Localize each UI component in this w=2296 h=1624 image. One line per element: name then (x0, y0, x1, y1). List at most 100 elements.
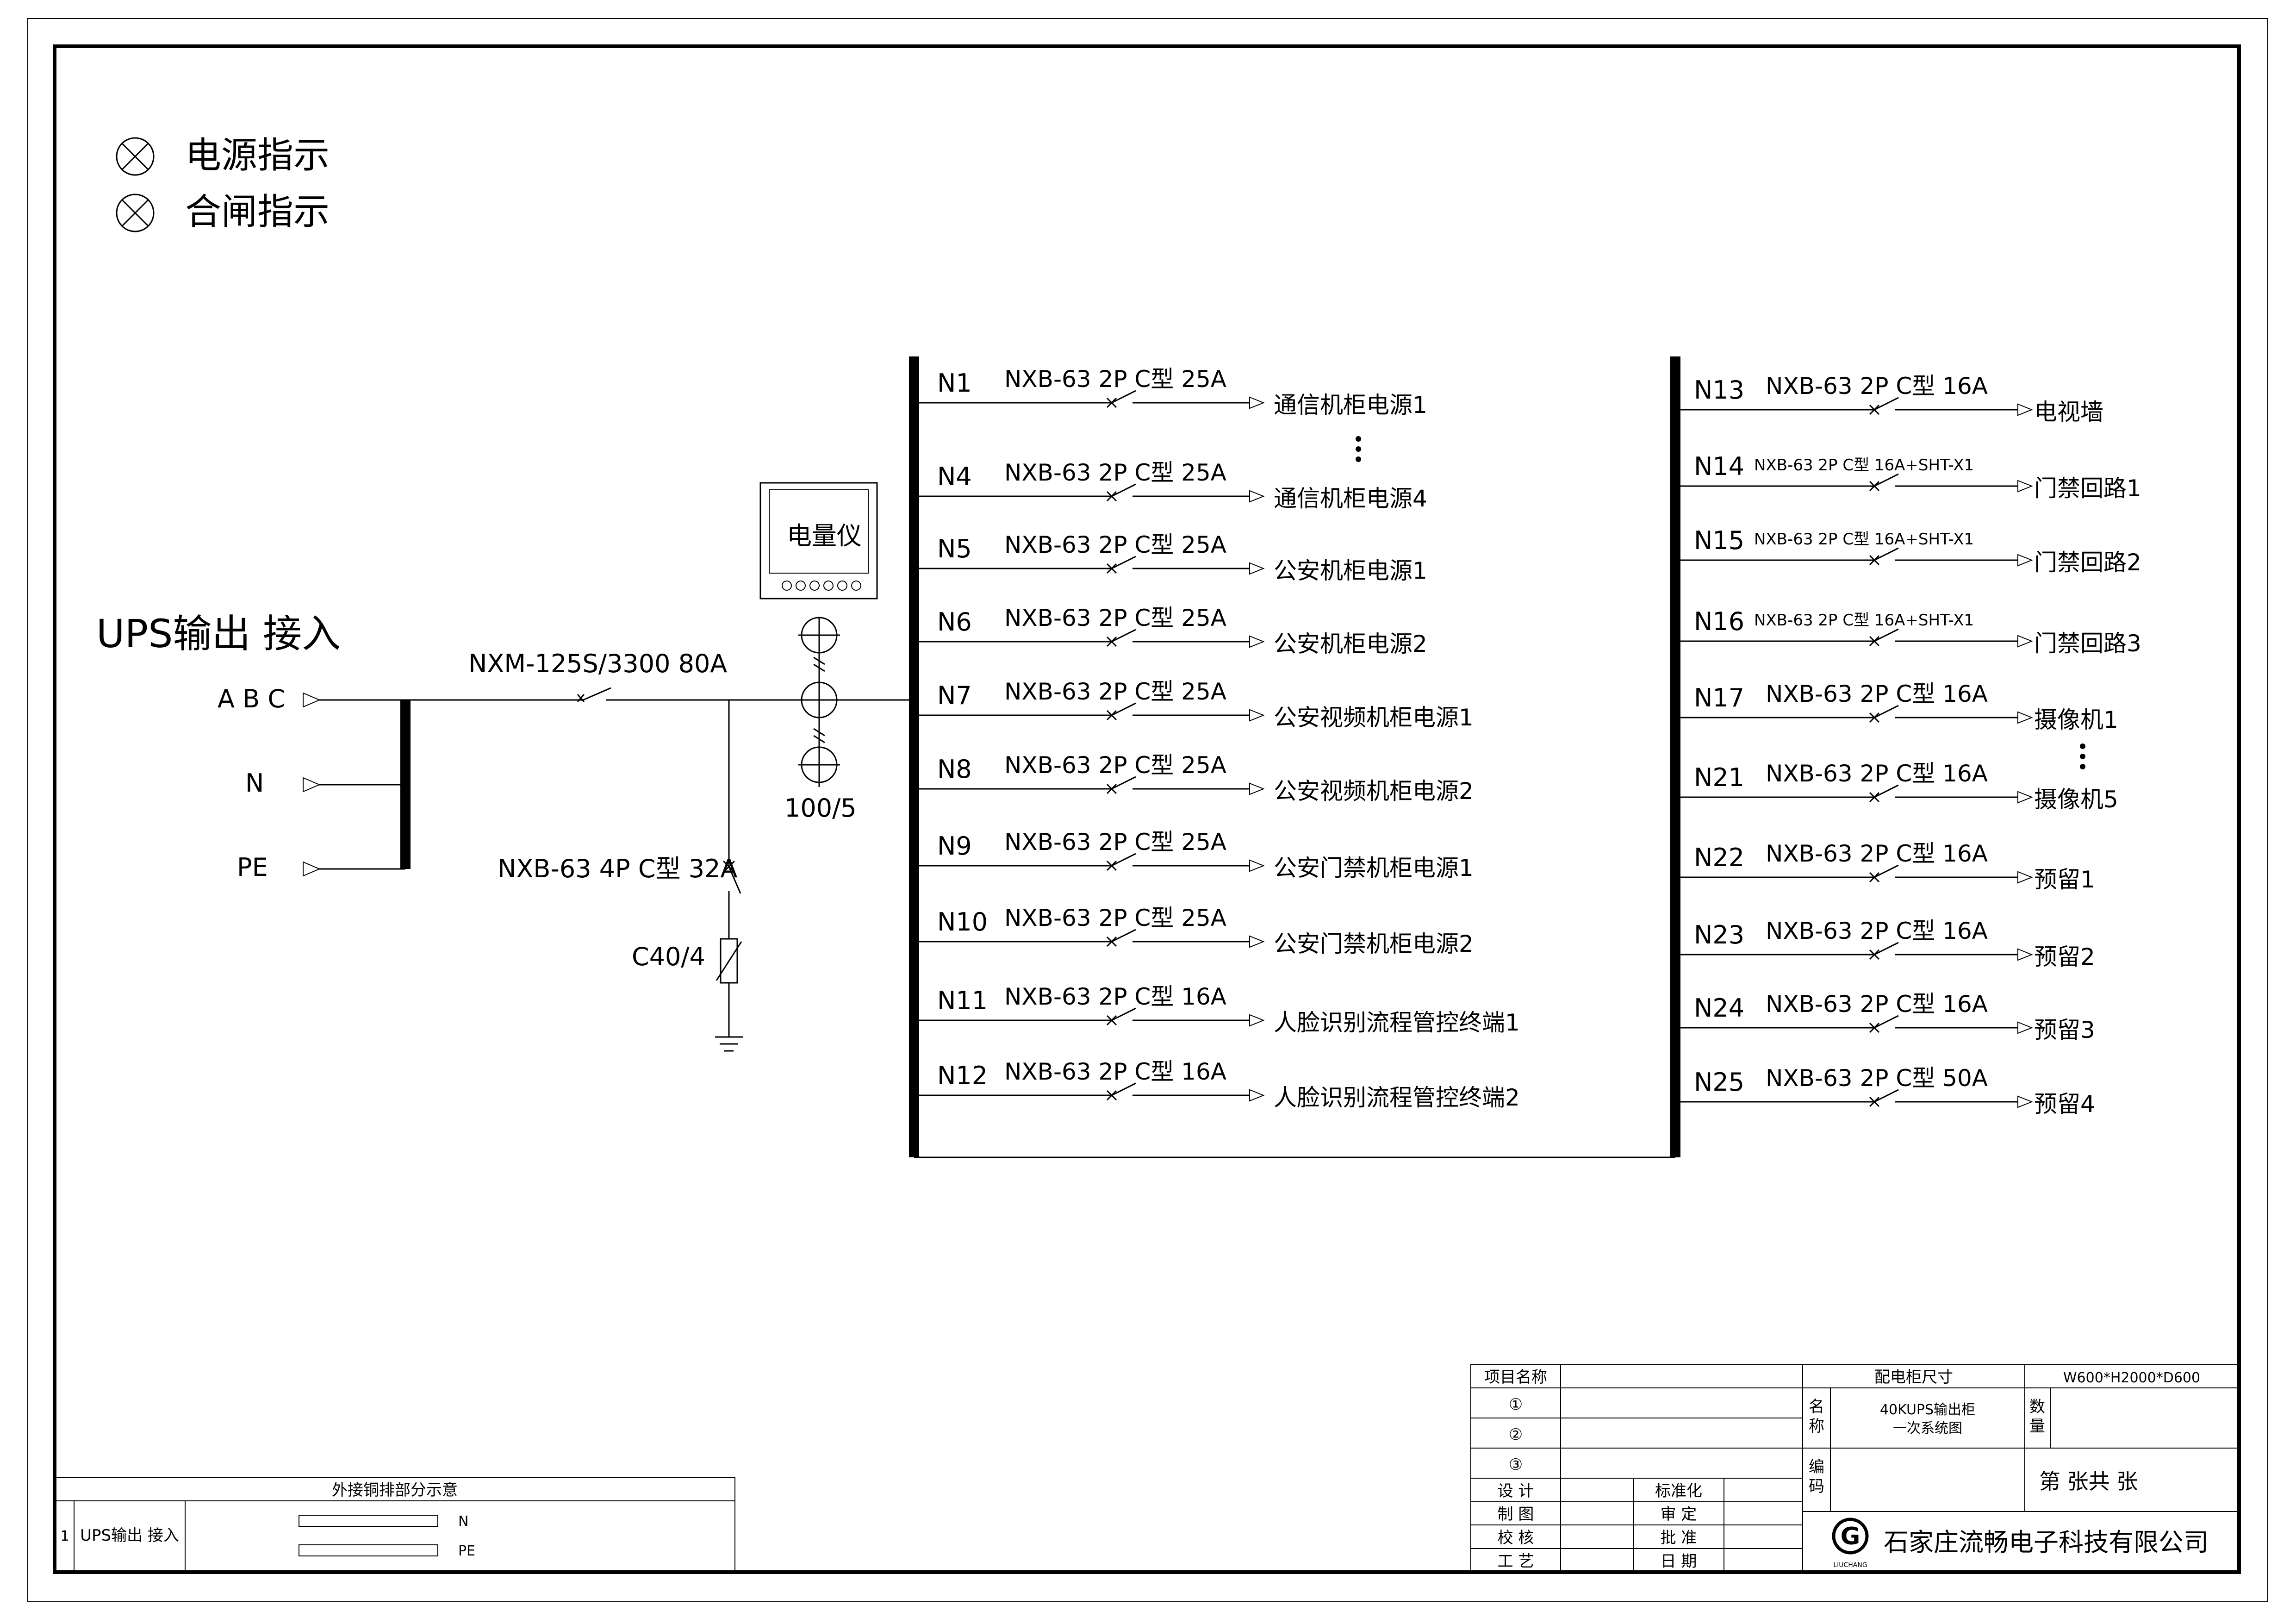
breaker-icon (1106, 556, 1136, 574)
feeder-arrow-icon (2017, 871, 2033, 884)
external-busbar-table: 外接铜排部分示意 1 UPS输出 接入 N PE (54, 1477, 735, 1573)
load-label: 门禁回路1 (2034, 475, 2141, 502)
circuit-id: N16 (1694, 607, 1744, 636)
breaker-icon (1869, 1089, 1899, 1107)
load-label: 预留3 (2034, 1017, 2095, 1043)
tb-cabinet-size: W600*H2000*D600 (2063, 1370, 2200, 1386)
breaker-label: NXB-63 2P C型 16A (1004, 1058, 1226, 1085)
circuit-id: N9 (937, 831, 972, 861)
breaker-label: NXB-63 2P C型 25A (1004, 678, 1226, 705)
feeder-arrow-icon (1249, 396, 1265, 409)
spd-breaker-icon (722, 860, 741, 894)
tb-cabinet-size-label: 配电柜尺寸 (1874, 1368, 1953, 1387)
tb-role-check: 校 核 (1498, 1529, 1534, 1547)
tb-role-date: 日 期 (1661, 1552, 1697, 1571)
legend-label-power: 电源指示 (185, 135, 330, 176)
ext-table-bar-n: N (458, 1513, 468, 1530)
load-label: 预留2 (2034, 943, 2095, 970)
ct-ratio-label: 100/5 (784, 793, 857, 823)
circuit-id: N22 (1694, 843, 1744, 872)
breaker-icon (1106, 483, 1136, 502)
current-transformer-icon (798, 617, 840, 783)
main-breaker-icon (577, 687, 611, 702)
circuit-id: N17 (1694, 683, 1744, 712)
circuit-id: N1 (937, 369, 972, 398)
input-section: UPS输出 接入 A B C N PE NXM-125S/3300 80A N (96, 482, 914, 1052)
breaker-label: NXB-63 2P C型 16A (1766, 918, 1988, 944)
surge-protector-icon (716, 938, 742, 984)
feeder-arrow-icon (1249, 859, 1265, 872)
circuit-id: N21 (1694, 763, 1744, 792)
load-label: 公安门禁机柜电源1 (1274, 855, 1474, 881)
breaker-label: NXB-63 2P C型 16A (1004, 983, 1226, 1010)
breaker-icon (1869, 864, 1899, 883)
tb-role-review: 审 定 (1661, 1505, 1697, 1524)
tb-qty-label-1: 数 (2029, 1398, 2045, 1416)
feeder-arrow-icon (1249, 562, 1265, 575)
feeder-arrow-icon (2017, 635, 2033, 648)
breaker-label: NXB-63 2P C型 50A (1766, 1065, 1988, 1092)
breaker-icon (1869, 473, 1899, 492)
breaker-icon (1106, 702, 1136, 721)
circuit-id: N12 (937, 1061, 988, 1090)
load-label: 公安视频机柜电源2 (1274, 778, 1474, 805)
input-title: UPS输出 接入 (96, 611, 341, 656)
circuit-id: N24 (1694, 993, 1744, 1023)
svg-text:G: G (1841, 1523, 1860, 1550)
tb-role-design: 设 计 (1498, 1482, 1534, 1500)
tb-company: 石家庄流畅电子科技有限公司 (1884, 1528, 2209, 1557)
load-label: 预留1 (2034, 866, 2095, 893)
title-block: 项目名称 ① ② ③ 设 计 制 图 校 核 工 艺 标准化 审 定 批 准 日… (1470, 1364, 2240, 1573)
feeder-arrow-icon (2017, 948, 2033, 961)
feeder-circuit-n12: N12 NXB-63 2P C型 16A 人脸识别流程管控终端2 (919, 1058, 1520, 1111)
pe-bar-icon (299, 1544, 438, 1556)
load-label: 电视墙 (2034, 399, 2103, 425)
load-label: 人脸识别流程管控终端1 (1274, 1009, 1520, 1036)
tb-name-label-1: 名 (1809, 1398, 1824, 1416)
tb-sheet: 第 张共 张 (2039, 1469, 2138, 1494)
breaker-label: NXB-63 2P C型 16A (1766, 991, 1988, 1018)
feeder-arrow-icon (1249, 1089, 1265, 1102)
tb-rev-1: ① (1509, 1395, 1523, 1414)
breaker-icon (1106, 390, 1136, 408)
tb-role-approve: 批 准 (1661, 1529, 1697, 1547)
breaker-icon (1106, 1007, 1136, 1026)
breaker-label: NXB-63 2P C型 16A+SHT-X1 (1754, 456, 1974, 475)
load-label: 摄像机5 (2034, 786, 2118, 813)
feeder-arrow-icon (2017, 791, 2033, 804)
phase-label-n: N (245, 768, 264, 798)
feeder-arrow-icon (1249, 782, 1265, 795)
tb-rev-2: ② (1509, 1425, 1523, 1444)
tb-code-label-2: 码 (1809, 1477, 1824, 1496)
load-label: 通信机柜电源1 (1274, 392, 1427, 418)
feeder-arrow-icon (2017, 1021, 2033, 1034)
feeder-circuit-n23: N23 NXB-63 2P C型 16A 预留2 (1680, 918, 2095, 970)
energy-meter-icon (759, 482, 878, 600)
breaker-label: NXB-63 2P C型 25A (1004, 752, 1226, 779)
close-indicator-lamp-icon (116, 194, 155, 232)
load-label: 摄像机1 (2034, 706, 2118, 733)
ground-icon (715, 1036, 743, 1052)
load-label: 人脸识别流程管控终端2 (1274, 1084, 1520, 1111)
load-label: 公安机柜电源1 (1274, 557, 1427, 584)
circuit-id: N23 (1694, 920, 1744, 949)
legend-label-close: 合闸指示 (185, 191, 330, 233)
feeder-arrow-icon (1249, 490, 1265, 503)
logo-text: LIUCHANG (1833, 1562, 1867, 1569)
spd-breaker-label: NXB-63 4P C型 32A (498, 854, 737, 883)
breaker-label: NXB-63 2P C型 25A (1004, 605, 1226, 631)
tb-role-std: 标准化 (1655, 1482, 1702, 1500)
breaker-label: NXB-63 2P C型 25A (1004, 459, 1226, 486)
breaker-label: NXB-63 2P C型 25A (1004, 531, 1226, 558)
